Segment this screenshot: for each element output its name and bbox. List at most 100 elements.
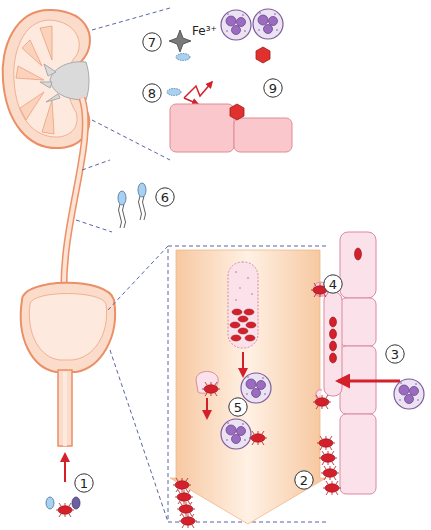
bladder-epithelium-part	[319, 451, 337, 465]
bladder-epithelium-part	[340, 414, 376, 494]
kidney-detail	[167, 9, 292, 152]
ion-label: Fe³⁺	[192, 24, 217, 38]
callout-number: 8	[142, 83, 162, 103]
callout-number: 9	[263, 78, 283, 98]
exfoliated-cell-part-part	[251, 293, 253, 295]
kidney-detail-part	[230, 104, 244, 120]
bladder-epithelium-part	[340, 232, 376, 298]
kidney-part	[3, 10, 90, 148]
kidney-part	[16, 26, 54, 134]
callout-number: 7	[142, 32, 162, 52]
kidney-detail-part	[169, 30, 191, 52]
ureter-detail-part	[118, 191, 126, 205]
kidney-detail-part	[234, 118, 292, 152]
kidney-detail-part	[253, 9, 283, 39]
lumen-cells-part	[206, 398, 208, 418]
urine-flow-arrow-part	[170, 250, 326, 524]
exfoliated-cell-part-part	[239, 287, 241, 289]
kidney-part-part	[40, 26, 52, 60]
ureter	[64, 98, 85, 292]
bladder-epithelium-part	[313, 395, 331, 409]
callout-number: 2	[294, 470, 314, 490]
bladder-part	[63, 372, 67, 446]
lumen-cells	[173, 371, 271, 528]
lumen-cells-part	[179, 514, 197, 528]
exfoliated-cell-part-part	[247, 277, 249, 279]
callout-number: 1	[74, 473, 94, 493]
exfoliated-cell	[228, 262, 258, 376]
kidney	[3, 10, 90, 148]
exfoliated-cell-part-part	[235, 271, 237, 273]
callout-number: 4	[323, 274, 343, 294]
callout-number: 2	[294, 470, 314, 490]
callout-circle	[264, 79, 282, 97]
callout-circle	[156, 188, 174, 206]
bladder-epithelium-part-part	[330, 317, 337, 327]
exfoliated-cell-part	[235, 271, 253, 301]
kidney-detail-part	[256, 47, 270, 63]
bladder-part	[21, 283, 115, 372]
ureter-detail-part	[119, 204, 122, 228]
zoom-lines-part	[110, 350, 168, 522]
lumen-cells-part	[241, 373, 271, 403]
callout-circle	[75, 474, 93, 492]
exfoliated-cell-part	[230, 309, 256, 341]
bladder-epithelium-part	[338, 380, 400, 383]
lumen-cells-part	[173, 478, 191, 492]
bladder-epithelium-part	[323, 481, 341, 495]
lumen-cells-part	[175, 490, 193, 504]
bladder-epithelium-part	[355, 248, 362, 260]
ureter-detail-part	[143, 196, 146, 220]
callout-circle	[143, 84, 161, 102]
callout-number: 4	[323, 274, 343, 294]
zoom-lines-part	[92, 8, 170, 30]
entering-bacteria-part	[56, 503, 74, 517]
bladder-part	[58, 370, 72, 446]
callout-number: 3	[385, 344, 405, 364]
bladder-epithelium-part	[340, 298, 376, 346]
kidney-detail-part	[170, 104, 234, 152]
lumen-cells-part	[202, 382, 220, 396]
lumen-cells-part	[249, 431, 267, 445]
callout-number: 5	[228, 397, 248, 417]
exfoliated-cell-part-part	[235, 299, 237, 301]
callout-circle	[324, 275, 342, 293]
bladder-epithelium-part-part	[330, 341, 337, 351]
exfoliated-cell-part	[228, 262, 258, 348]
zoom-lines-part	[92, 120, 170, 160]
entering-bacteria-part	[46, 497, 54, 509]
kidney-detail-part	[176, 54, 190, 61]
callout-number: 5	[228, 397, 248, 417]
lumen-cells-part	[221, 419, 251, 449]
exfoliated-cell-part-part	[232, 309, 242, 315]
bladder-epithelium	[311, 232, 424, 495]
kidney-detail-part	[184, 98, 198, 104]
exfoliated-cell-part-part	[238, 316, 248, 322]
entering-bacteria-part	[72, 497, 80, 509]
exfoliated-cell-part-part	[230, 322, 240, 328]
zoom-lines-part	[76, 220, 112, 232]
bladder-epithelium-part-part	[330, 329, 337, 339]
exfoliated-cell-part	[242, 352, 244, 376]
exfoliated-cell-part-part	[231, 335, 241, 341]
kidney-part-part	[44, 64, 56, 76]
callout-number: 9	[263, 78, 283, 98]
callout-number: 6	[155, 187, 175, 207]
callout-circle	[295, 471, 313, 489]
ureter-part	[64, 98, 85, 292]
bladder	[21, 283, 115, 446]
exfoliated-cell-part-part	[245, 335, 255, 341]
ureter-detail	[118, 183, 146, 228]
kidney-part	[50, 62, 89, 100]
kidney-detail-part	[221, 10, 251, 40]
bladder-epithelium-part	[394, 379, 424, 409]
kidney-part-part	[22, 40, 42, 66]
zoom-lines-part	[108, 246, 168, 310]
urine-flow-arrow	[170, 250, 326, 524]
kidney-detail-part	[167, 89, 181, 96]
ureter-detail-part	[123, 204, 126, 228]
exfoliated-cell-part-part	[246, 322, 256, 328]
exfoliated-cell-part-part	[238, 328, 248, 334]
